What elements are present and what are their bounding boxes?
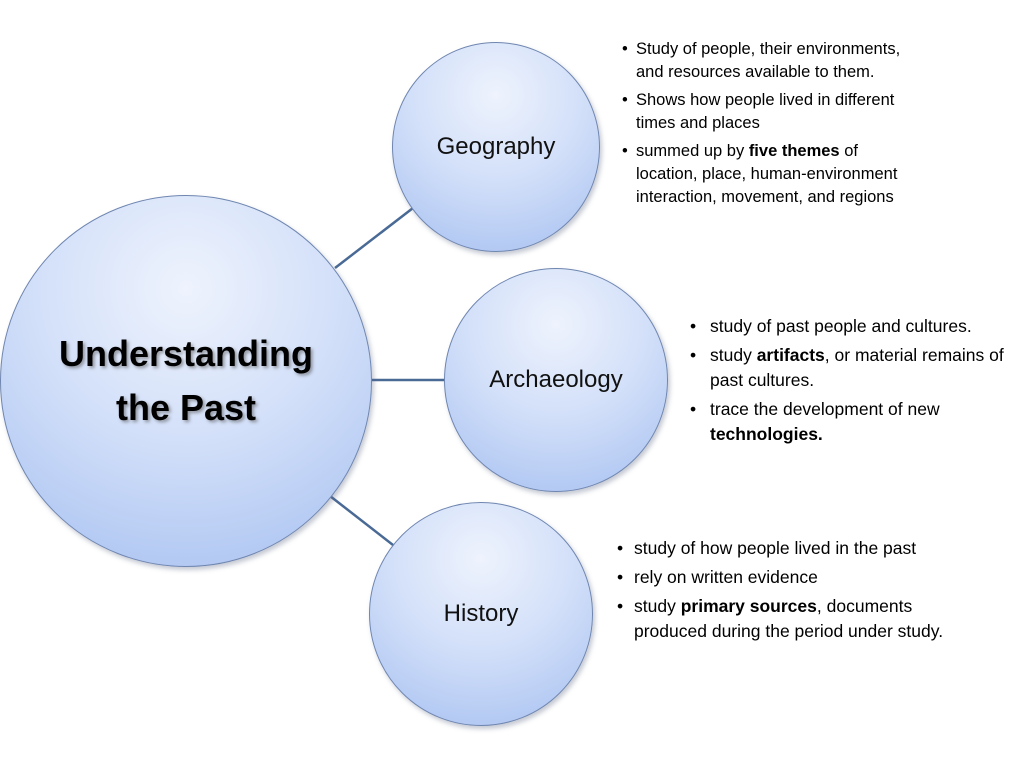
branch-node-archaeology: Archaeology [444,268,668,492]
bullet-text: Shows how people lived in different time… [636,91,895,132]
center-title-line1: Understanding [58,333,313,374]
geography-bullet-1: Study of people, their environments, and… [622,38,916,84]
archaeology-bullet-list: study of past people and cultures. study… [690,314,1024,451]
bullet-text: rely on written evidence [634,567,818,587]
branch-node-history: History [369,502,593,726]
branch-node-geography: Geography [392,42,600,252]
bullet-text-before: summed up by [636,142,749,160]
branch-title-archaeology: Archaeology [489,366,623,393]
bullet-text-bold: primary sources [680,596,817,616]
bullet-text-bold: technologies. [710,424,823,444]
archaeology-bullet-2: study artifacts, or material remains of … [690,343,1024,393]
bullet-text-after: , or material remains of past cultures. [710,345,1004,390]
bullet-text: study of how people lived in the past [634,538,917,558]
history-bullet-3: study primary sources, documents produce… [617,594,954,644]
history-bullet-1: study of how people lived in the past [617,536,954,561]
connector-geography [334,207,414,269]
archaeology-bullet-3: trace the development of new technologie… [690,397,1024,447]
bullet-text-bold: five themes [748,142,840,160]
center-title-line2: the Past [115,387,257,428]
archaeology-bullet-1: study of past people and cultures. [690,314,1024,339]
bullet-text-bold: artifacts [756,345,825,365]
bullet-text: study of past people and cultures. [710,316,972,336]
bullet-text-before: study [634,596,681,616]
bullet-text-after: of location, place, human-environment in… [636,142,898,206]
bullet-text-before: trace the development of new [710,399,940,419]
center-node-title: Understanding the Past [36,327,336,435]
branch-title-history: History [443,600,519,627]
bullet-text-after: , documents produced during the period u… [634,596,944,641]
branch-title-geography: Geography [436,133,556,160]
geography-bullet-list: Study of people, their environments, and… [622,38,916,214]
connector-history [329,495,394,546]
history-bullet-list: study of how people lived in the past re… [617,536,954,648]
center-node-understanding-the-past: Understanding the Past [0,195,372,567]
geography-bullet-2: Shows how people lived in different time… [622,89,916,135]
geography-bullet-3: summed up by five themes of location, pl… [622,140,916,209]
bullet-text-before: study [710,345,757,365]
history-bullet-2: rely on written evidence [617,565,954,590]
bullet-text: Study of people, their environments, and… [636,40,901,81]
